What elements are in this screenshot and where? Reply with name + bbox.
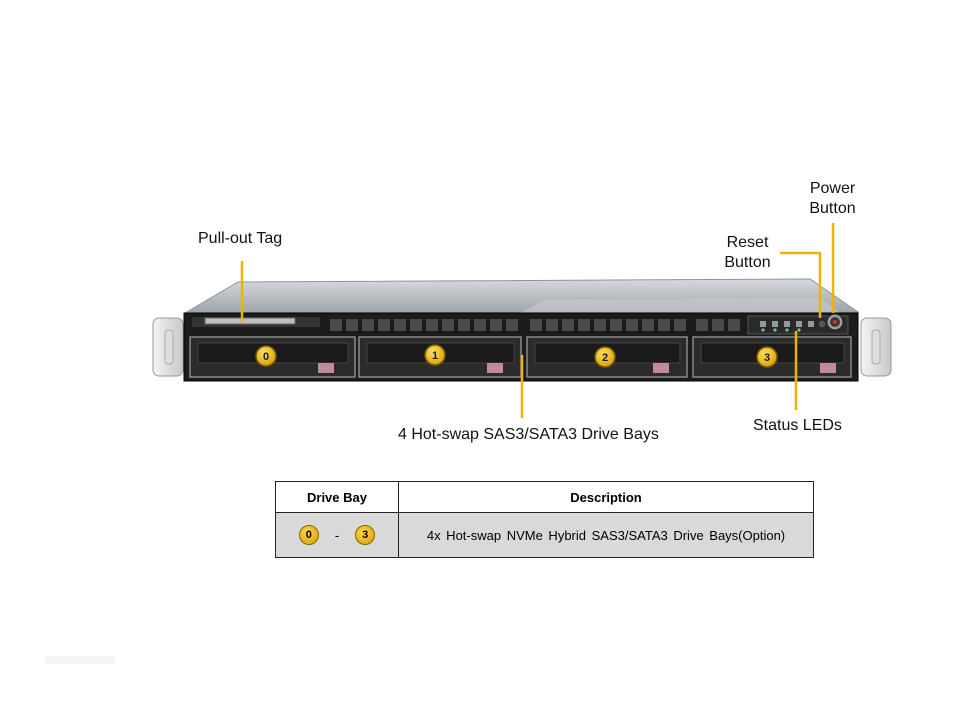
- reset-button-label-line1: Reset: [726, 234, 769, 251]
- reset-button-label-line2: Button: [724, 254, 771, 271]
- legend-bay-range: 0-3: [275, 512, 399, 558]
- reset-button-label: Reset Button: [715, 233, 780, 273]
- right-rack-ear: [860, 317, 892, 377]
- legend-header-row: Drive Bay Description: [275, 481, 814, 513]
- legend-header-description: Description: [398, 481, 814, 513]
- bay-range-end-marker: 3: [355, 525, 376, 545]
- bay-range-start-marker: 0: [298, 525, 319, 545]
- bay-marker-0: 0: [255, 345, 277, 367]
- drive-bays-label: 4 Hot-swap SAS3/SATA3 Drive Bays: [398, 426, 659, 443]
- status-leds: [761, 328, 801, 332]
- status-leds-label: Status LEDs: [753, 417, 842, 434]
- power-button-icon[interactable]: [826, 313, 844, 331]
- power-button-label-line1: Power: [809, 180, 856, 197]
- power-button-label: Power Button: [800, 179, 865, 219]
- drive-bay-legend-table: Drive Bay Description 0-3 4x Hot-swap NV…: [275, 481, 814, 558]
- bay-marker-0-label: 0: [263, 351, 269, 363]
- reset-button-leader: [780, 251, 822, 318]
- bay-marker-2: 2: [594, 346, 616, 368]
- bay-marker-1: 1: [424, 344, 446, 366]
- chassis-top-panel: [520, 298, 840, 313]
- pullout-tag-label: Pull-out Tag: [198, 230, 283, 247]
- bay-marker-2-label: 2: [602, 352, 608, 364]
- faint-footer-mark: [45, 656, 115, 664]
- power-button-label-line2: Button: [809, 200, 856, 217]
- callout-lines: [240, 223, 835, 418]
- legend-header-drive-bay: Drive Bay: [275, 481, 399, 513]
- left-rack-ear: [152, 317, 184, 377]
- bay-range-separator: -: [334, 527, 340, 543]
- bay-marker-3: 3: [756, 346, 778, 368]
- bay-marker-1-label: 1: [432, 350, 438, 362]
- pullout-tag[interactable]: [204, 317, 296, 325]
- table-row: 0-3 4x Hot-swap NVMe Hybrid SAS3/SATA3 D…: [275, 512, 814, 558]
- reset-button-icon[interactable]: [817, 319, 827, 329]
- bay-marker-3-label: 3: [764, 352, 770, 364]
- legend-description: 4x Hot-swap NVMe Hybrid SAS3/SATA3 Drive…: [398, 512, 814, 558]
